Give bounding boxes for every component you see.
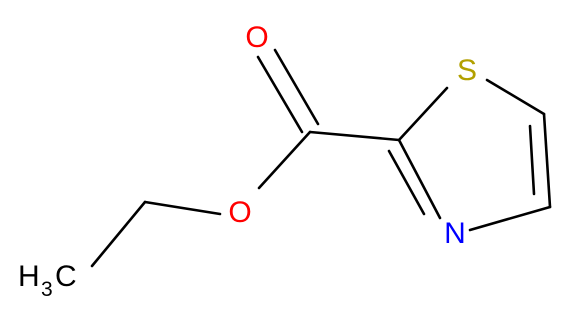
methyl-c: C — [55, 260, 77, 293]
bond-c-o-double-b — [273, 48, 320, 126]
atom-oxygen-carbonyl: O — [245, 21, 268, 54]
methyl-subscript: 3 — [41, 278, 53, 301]
bond-ch3-ch2 — [90, 200, 147, 268]
bond-ccarbonyl-c2 — [308, 130, 401, 142]
bond-c2-s — [397, 86, 449, 142]
bond-c4-n — [468, 205, 552, 232]
methyl-group-label: H 3 C — [18, 260, 77, 301]
bond-o-ccarbonyl — [257, 130, 312, 190]
atoms: O O S N H 3 C — [18, 21, 477, 301]
bond-c-o-double-a — [256, 55, 304, 134]
bonds — [90, 48, 552, 268]
atom-nitrogen: N — [444, 217, 466, 250]
bond-c5-c4-b — [528, 124, 536, 196]
atom-oxygen-ester: O — [228, 196, 251, 229]
atom-sulfur: S — [457, 54, 477, 87]
methyl-h: H — [18, 260, 40, 293]
bond-s-c5 — [485, 78, 546, 116]
bond-n-c2-b — [387, 149, 426, 216]
bond-ch2-o — [143, 200, 222, 216]
bond-n-c2-a — [397, 138, 442, 220]
bond-c5-c4-a — [542, 112, 552, 209]
